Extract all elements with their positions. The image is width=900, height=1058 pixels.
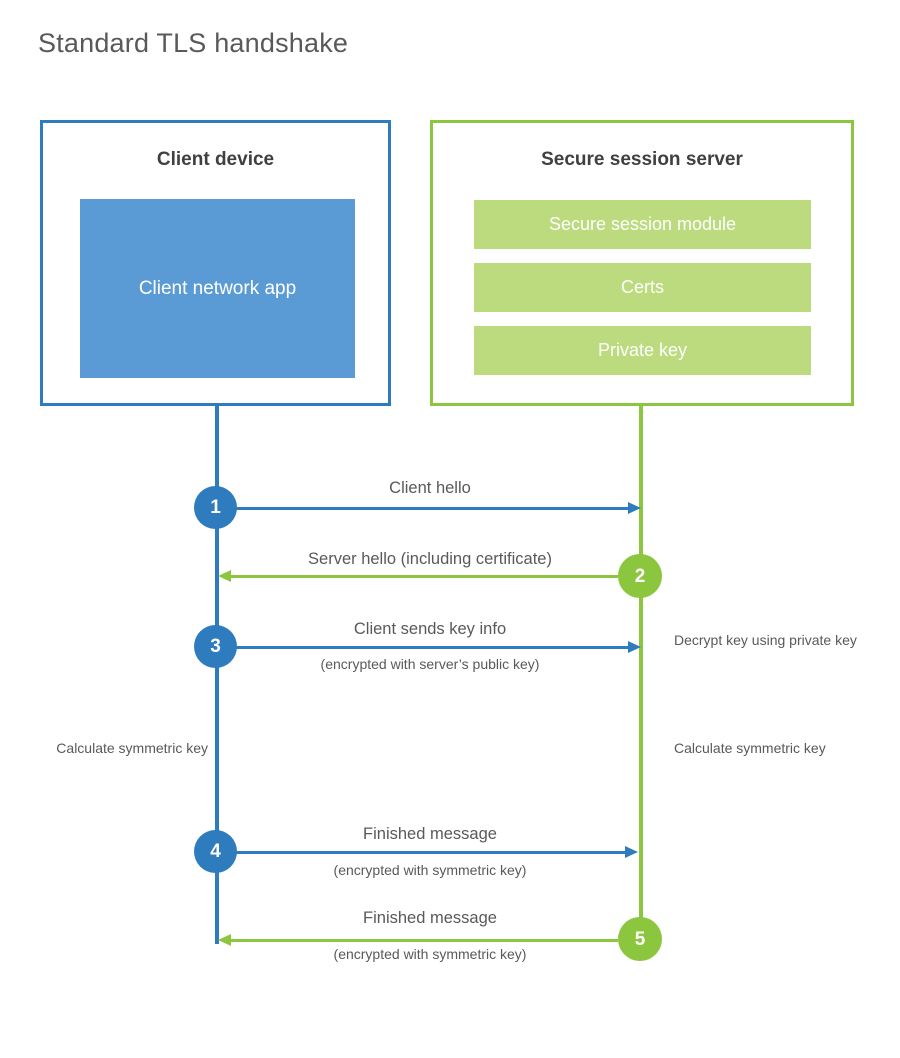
arrow-shaft <box>231 939 618 942</box>
server-component-private-key: Private key <box>474 326 811 375</box>
arrow-shaft <box>231 575 618 578</box>
step-number: 1 <box>210 497 221 518</box>
step-number: 5 <box>634 928 646 950</box>
page-title: Standard TLS handshake <box>38 28 349 58</box>
server-lifeline <box>639 406 643 939</box>
annotation-client-calculate-symmetric-key: Calculate symmetric key <box>56 740 208 756</box>
server-component-label: Private key <box>597 340 688 360</box>
step-marker-3: 3 <box>194 625 237 668</box>
message-5-label: Finished message <box>363 909 497 927</box>
arrow-head-icon <box>628 641 641 653</box>
arrow-shaft <box>236 851 625 854</box>
server-component-certs: Certs <box>474 263 811 312</box>
secure-session-server-box: Secure session server Secure session mod… <box>430 120 854 406</box>
client-device-title: Client device <box>156 149 275 170</box>
server-component-label: Secure session module <box>548 214 737 234</box>
client-device-box: Client device Client network app <box>40 120 391 406</box>
arrow-shaft <box>236 646 628 649</box>
server-component-label: Certs <box>620 277 664 297</box>
message-4-label: Finished message <box>363 825 497 843</box>
step-marker-2: 2 <box>618 554 662 598</box>
arrow-head-icon <box>218 570 231 582</box>
message-2-label: Server hello (including certificate) <box>308 550 552 568</box>
arrow-head-icon <box>625 846 638 858</box>
message-3-sublabel: (encrypted with server’s public key) <box>320 656 540 672</box>
message-3-label: Client sends key info <box>353 620 507 638</box>
annotation-server-calculate-symmetric-key: Calculate symmetric key <box>674 740 826 756</box>
step-number: 3 <box>210 636 221 657</box>
step-marker-5: 5 <box>618 917 662 961</box>
step-number: 4 <box>210 841 221 862</box>
arrow-head-icon <box>628 502 641 514</box>
client-network-app-block: Client network app <box>80 199 355 378</box>
annotation-server-decrypt-key: Decrypt key using private key <box>674 632 857 648</box>
server-component-secure-session-module: Secure session module <box>474 200 811 249</box>
message-4-sublabel: (encrypted with symmetric key) <box>333 862 527 878</box>
secure-session-server-title: Secure session server <box>541 149 743 170</box>
client-lifeline <box>215 406 219 944</box>
step-marker-1: 1 <box>194 486 237 529</box>
client-network-app-label: Client network app <box>138 277 297 299</box>
step-marker-4: 4 <box>194 830 237 873</box>
arrow-shaft <box>236 507 628 510</box>
message-5-sublabel: (encrypted with symmetric key) <box>333 946 527 962</box>
message-1-label: Client hello <box>389 479 471 497</box>
arrow-head-icon <box>218 934 231 946</box>
step-number: 2 <box>634 565 646 587</box>
